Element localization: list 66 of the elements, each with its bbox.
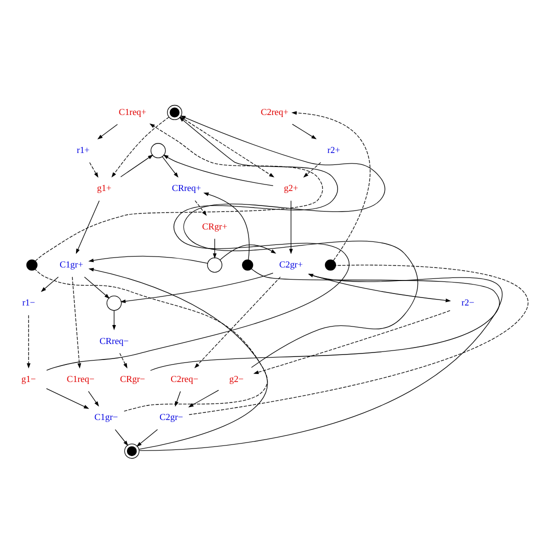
node-circle xyxy=(150,142,166,158)
connector xyxy=(150,268,500,370)
arrow xyxy=(72,276,82,368)
node-text: r2+ xyxy=(327,144,340,155)
node-text: r2− xyxy=(461,297,474,308)
arrow xyxy=(291,110,370,260)
connector xyxy=(34,268,268,412)
node-text: C1req+ xyxy=(118,106,146,116)
node-dot xyxy=(324,258,336,270)
arrow xyxy=(308,273,451,302)
arrow xyxy=(120,272,274,303)
node-text: C2req− xyxy=(170,373,198,384)
node-text: C1gr+ xyxy=(60,258,84,269)
node-text: g2+ xyxy=(284,182,298,193)
node-dot xyxy=(242,258,254,270)
arrow xyxy=(76,200,100,254)
arrow xyxy=(26,314,30,368)
arrow xyxy=(253,310,450,374)
arrow xyxy=(162,156,178,178)
arrow xyxy=(40,276,59,292)
node-circle xyxy=(207,256,222,272)
arrow xyxy=(88,267,268,450)
arrow xyxy=(114,428,128,446)
arrow xyxy=(112,310,116,330)
arrow xyxy=(136,428,158,446)
arrow xyxy=(188,389,219,407)
arrow xyxy=(120,154,154,177)
arrow xyxy=(163,154,274,186)
arrow xyxy=(88,255,208,264)
node-text: g2− xyxy=(229,373,244,384)
node-text: r1+ xyxy=(76,144,90,155)
connector xyxy=(188,264,528,414)
node-dot xyxy=(26,258,38,270)
arrow xyxy=(194,276,281,368)
arrow xyxy=(89,162,98,178)
arrow xyxy=(35,123,323,261)
node-text: C1req− xyxy=(66,373,94,384)
arrow xyxy=(303,162,322,178)
arrow xyxy=(138,273,502,450)
node-text: CRreq+ xyxy=(172,182,202,193)
arrow xyxy=(97,124,118,139)
arrow xyxy=(180,115,418,368)
arrow xyxy=(119,352,128,368)
node-text: C1gr− xyxy=(94,412,118,422)
arrow xyxy=(292,123,317,139)
node-text: C2gr− xyxy=(160,412,184,422)
node-doublecircle xyxy=(167,104,182,120)
node-circle xyxy=(106,295,122,310)
node-text: CRgr− xyxy=(120,373,146,384)
arrow xyxy=(84,276,110,298)
node-text: CRgr+ xyxy=(202,220,228,231)
node-text: r1− xyxy=(22,297,36,308)
node-text: C2req+ xyxy=(260,106,288,116)
arrow xyxy=(46,116,350,370)
node-text: CRreq− xyxy=(100,335,129,346)
arrow xyxy=(220,244,276,260)
node-text: g1− xyxy=(21,373,36,384)
arrow xyxy=(289,200,293,254)
node-text: C2gr+ xyxy=(279,258,303,269)
node-text: g1+ xyxy=(97,182,112,193)
node-doublecircle xyxy=(124,443,140,458)
arrow xyxy=(111,116,170,178)
arrow xyxy=(46,388,90,408)
arrow xyxy=(212,238,217,258)
arrow xyxy=(180,116,274,177)
arrow xyxy=(88,390,99,406)
